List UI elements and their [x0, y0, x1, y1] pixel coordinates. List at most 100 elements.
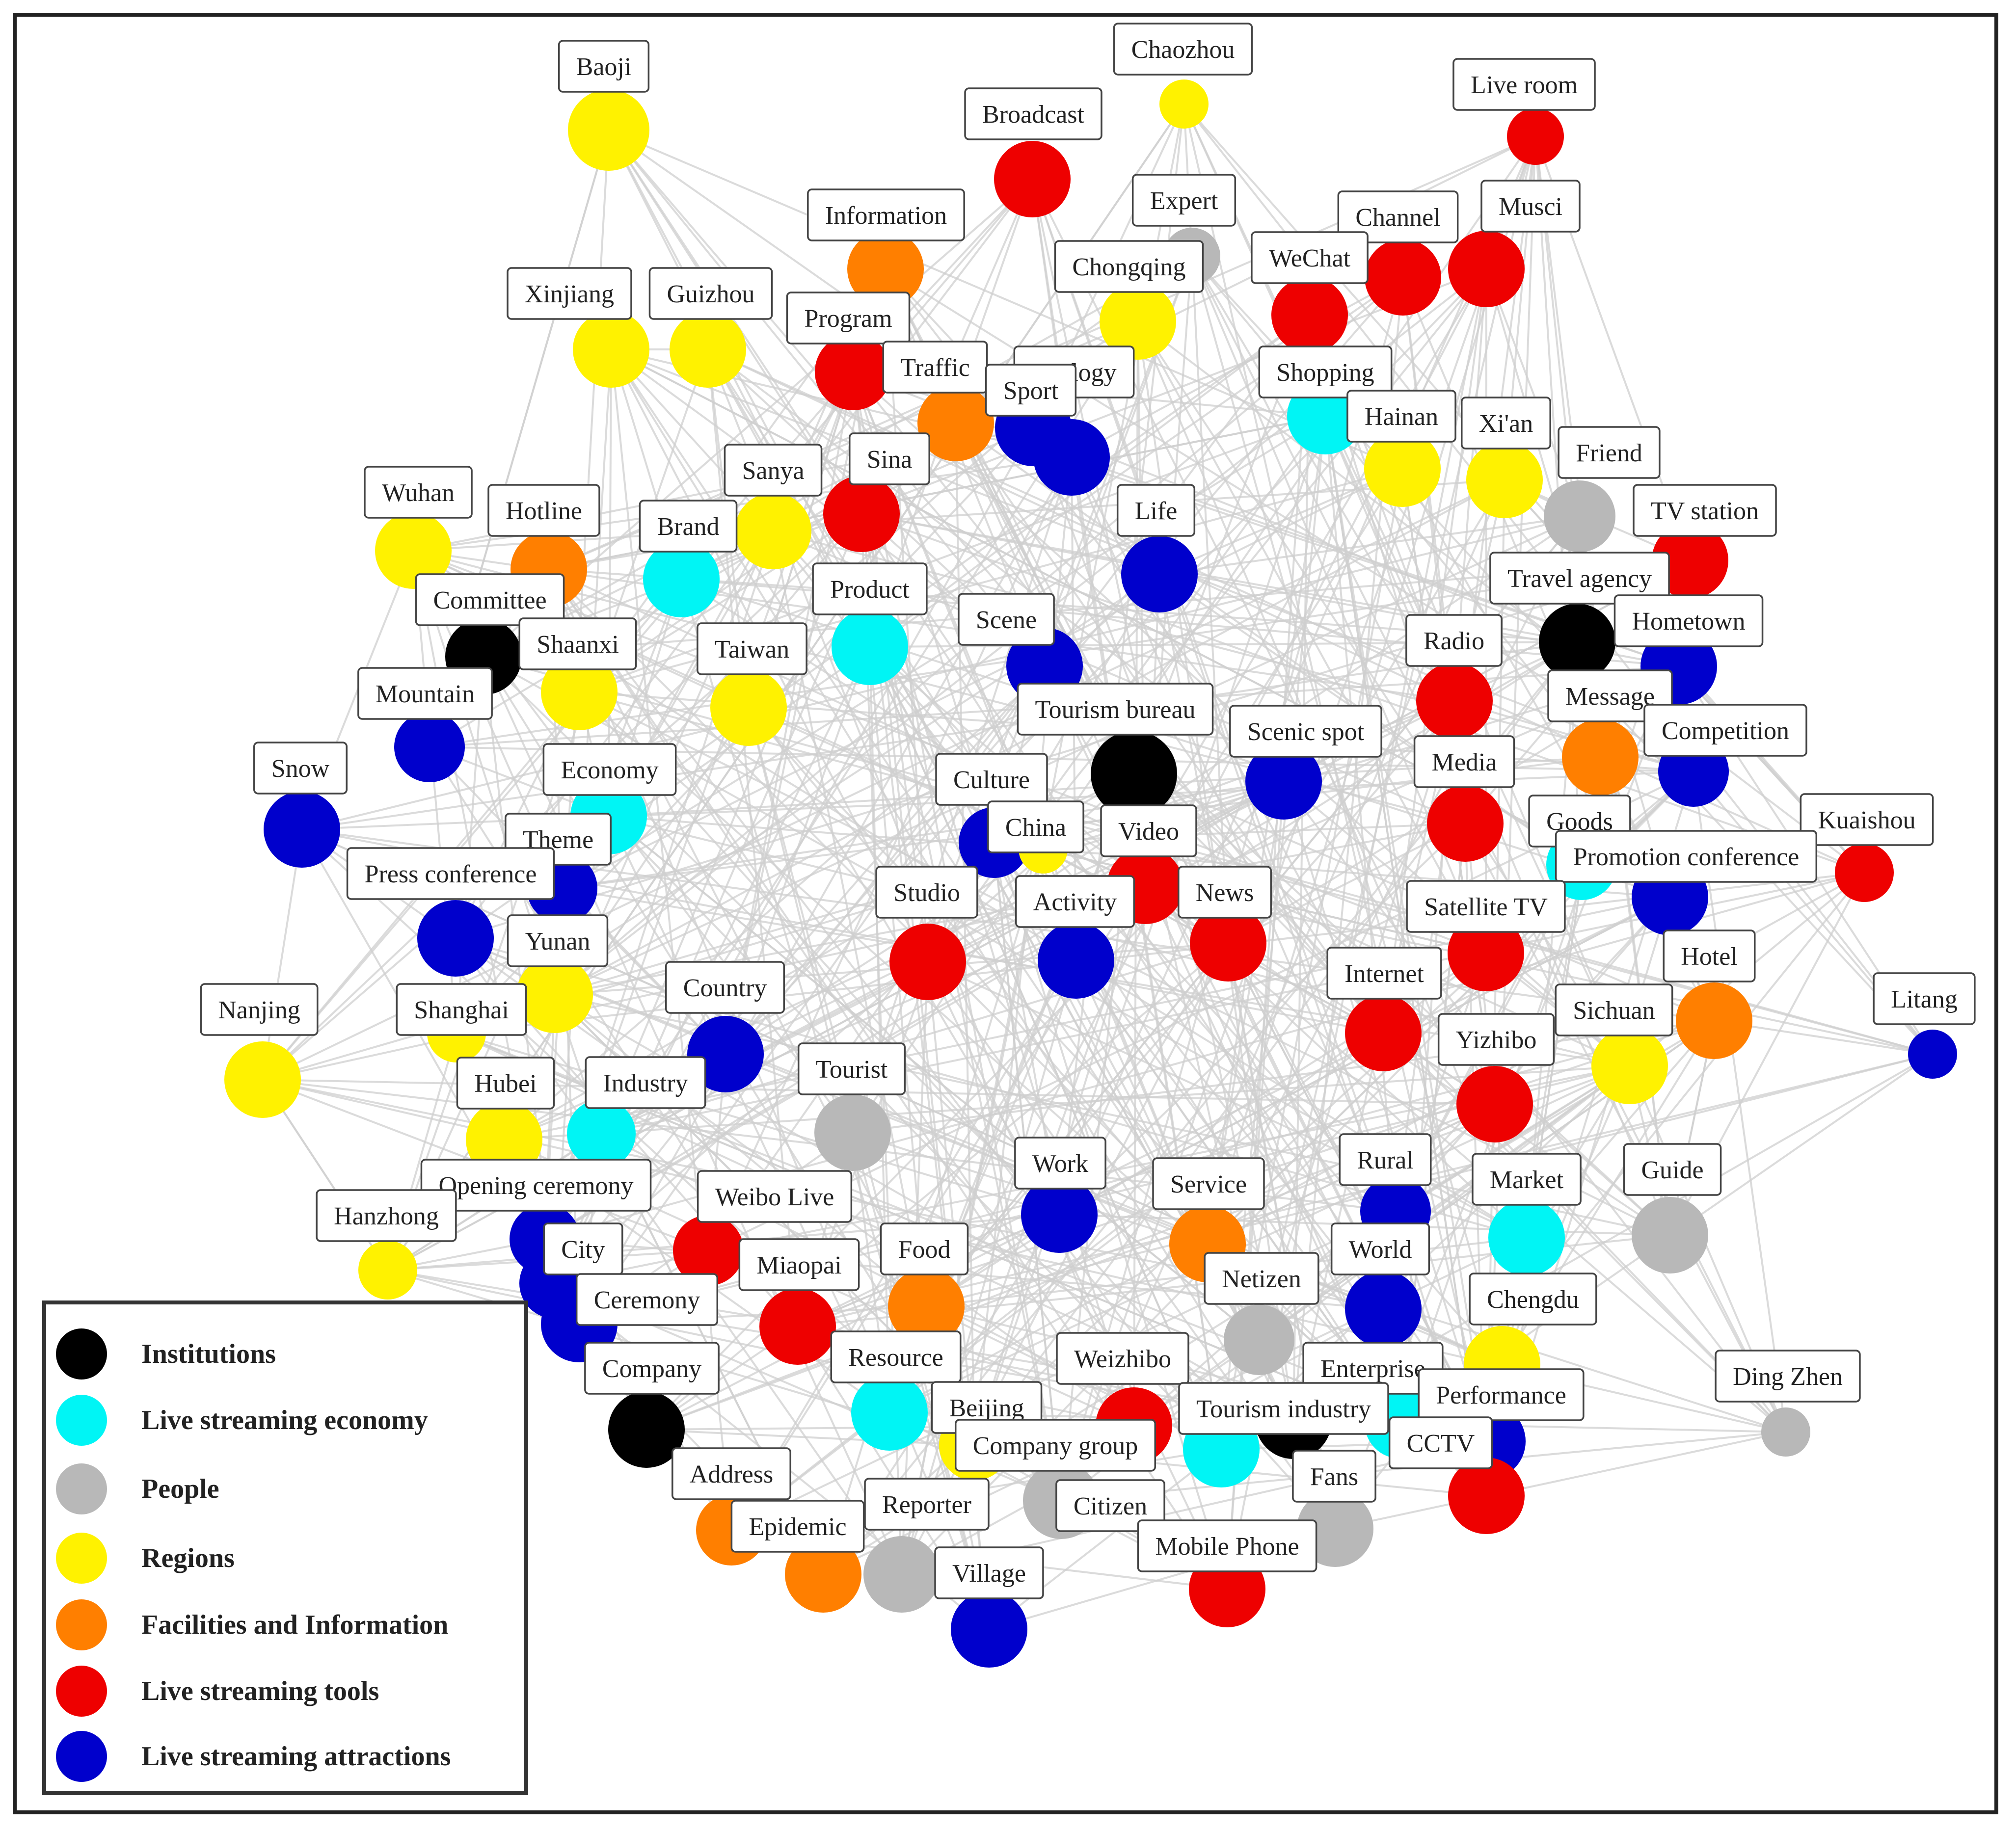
node-label-text: Tourist — [816, 1056, 888, 1084]
node-label: TV station — [1633, 484, 1777, 537]
label-box — [697, 622, 807, 675]
node-label-text: Mobile Phone — [1155, 1533, 1299, 1561]
node-label: Hubei — [456, 1057, 555, 1110]
node-label-text: Kuaishou — [1818, 806, 1915, 834]
node-label: Product — [812, 562, 928, 615]
node-label: Studio — [875, 866, 978, 919]
node-label: Fans — [1292, 1450, 1376, 1503]
node-label: Ceremony — [575, 1273, 719, 1326]
node-label-text: Xinjiang — [525, 280, 614, 308]
node-press-conference — [417, 900, 494, 977]
label-box — [786, 292, 911, 345]
label-box — [1418, 1368, 1585, 1421]
node-label-text: Mountain — [376, 680, 475, 708]
node-label: Nanjing — [200, 983, 319, 1036]
node-label: Weizhibo — [1056, 1332, 1189, 1385]
node-label-text: Weibo Live — [715, 1183, 834, 1211]
legend-swatch — [56, 1666, 107, 1717]
label-box — [420, 1159, 652, 1212]
node-netizen — [1224, 1304, 1294, 1375]
node-label: Sanya — [724, 444, 823, 497]
legend: Institutions Live streaming economy Peop… — [42, 1300, 528, 1795]
label-box — [1800, 793, 1934, 846]
node-tv-station — [1652, 522, 1728, 599]
node-label: Baoji — [558, 40, 650, 93]
graph-edge — [610, 349, 732, 1531]
node-label-text: Village — [952, 1560, 1026, 1588]
graph-edge — [1060, 136, 1536, 1501]
node-label-text: Sport — [1003, 377, 1059, 405]
node-label: Internet — [1326, 947, 1442, 1000]
label-box — [724, 444, 823, 497]
node-litang — [1908, 1030, 1957, 1079]
node-label-text: Promotion conference — [1573, 843, 1800, 871]
node-label-text: Product — [830, 576, 910, 604]
graph-edge — [262, 829, 303, 1080]
label-box — [357, 667, 493, 720]
label-box — [738, 1238, 860, 1291]
label-box — [1469, 1273, 1597, 1326]
label-box — [964, 87, 1102, 140]
node-label-text: Friend — [1576, 439, 1642, 467]
node-label-text: Press conference — [365, 860, 537, 888]
node-world — [1345, 1271, 1422, 1347]
node-label: Information — [807, 188, 965, 241]
node-label-text: Sanya — [742, 457, 804, 485]
node-label: Friend — [1558, 426, 1661, 479]
graph-edge — [822, 849, 1044, 1575]
node-label: Xinjiang — [507, 267, 632, 320]
node-label: Country — [665, 961, 785, 1014]
node-country — [687, 1016, 764, 1092]
node-label: Industry — [585, 1056, 706, 1109]
graph-edge — [973, 416, 1326, 1446]
node-food — [888, 1268, 965, 1345]
node-label-text: Competition — [1662, 717, 1789, 745]
label-box — [1489, 552, 1670, 605]
node-label-text: News — [1196, 879, 1254, 907]
node-label: Shanghai — [396, 983, 527, 1036]
graph-edge — [1137, 321, 1487, 954]
node-label: Sina — [849, 432, 930, 485]
node-label: Travel agency — [1489, 552, 1670, 605]
label-box — [849, 432, 930, 485]
graph-edge — [262, 513, 862, 1081]
node-guide — [1632, 1197, 1708, 1274]
node-label: Life — [1116, 484, 1196, 537]
node-label: Ding Zhen — [1715, 1350, 1861, 1403]
node-label: China — [987, 800, 1084, 853]
node-label: Scenic spot — [1229, 705, 1382, 758]
graph-edge — [1283, 781, 1488, 1442]
label-box — [346, 847, 555, 900]
label-box — [1015, 875, 1135, 928]
node-label: Weibo Live — [697, 1170, 853, 1223]
node-label-text: Economy — [561, 756, 658, 784]
graph-edge — [600, 513, 862, 1134]
label-box — [1480, 180, 1581, 233]
node-industry — [567, 1099, 636, 1168]
node-shaanxi — [541, 654, 618, 730]
node-label: Press conference — [346, 847, 555, 900]
legend-item-people: People — [56, 1462, 219, 1516]
node-label-text: Hubei — [474, 1070, 537, 1098]
label-box — [880, 1222, 969, 1275]
node-kuaishou — [1835, 843, 1894, 902]
graph-edge — [608, 816, 890, 1413]
label-box — [954, 1419, 1156, 1472]
node-label: Litang — [1873, 972, 1976, 1025]
node-hubei — [466, 1101, 542, 1178]
node-label: Netizen — [1204, 1252, 1319, 1305]
graph-edge — [927, 961, 1228, 1590]
node-label: Tourist — [797, 1042, 906, 1095]
graph-edge — [707, 457, 1073, 1251]
label-box — [730, 1500, 865, 1553]
node-brand — [643, 541, 720, 617]
legend-label: Live streaming economy — [141, 1405, 428, 1435]
node-label: Company — [584, 1342, 720, 1395]
label-box — [1251, 231, 1369, 284]
node-scenic-spot — [1245, 743, 1322, 820]
label-box — [1204, 1252, 1319, 1305]
node-label-text: Satellite TV — [1424, 893, 1548, 921]
label-box — [1055, 1479, 1165, 1532]
node-yizhibo — [1456, 1066, 1533, 1142]
node-label: Shopping — [1258, 345, 1393, 398]
